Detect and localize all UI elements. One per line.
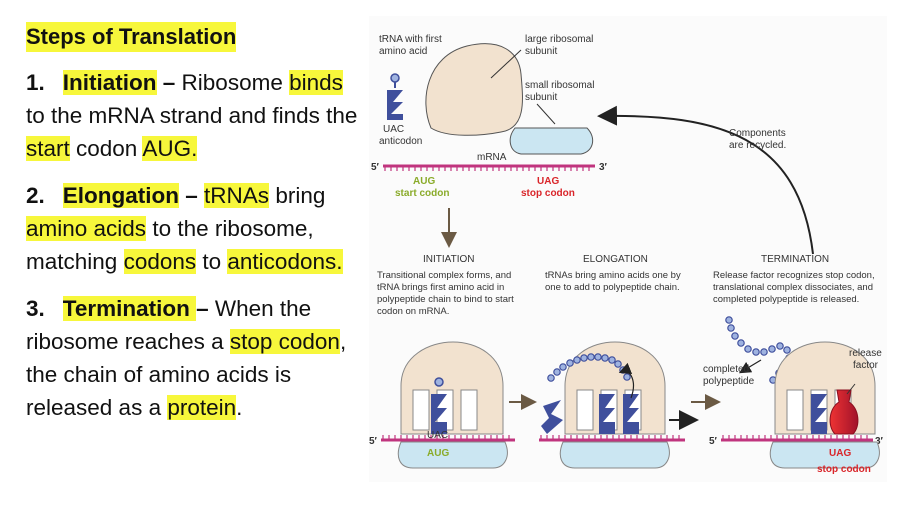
label-trna-first-1: tRNA with first: [379, 34, 442, 45]
trna-elongation-icon-1: [599, 394, 615, 434]
translation-diagram: tRNA with first amino acid UAC anticodon…: [369, 16, 887, 482]
label-5prime-bottom-1: 5′: [369, 436, 378, 447]
label-trna-first-2: amino acid: [379, 46, 427, 57]
release-factor-icon: [829, 389, 859, 435]
label-aug-bottom: AUG: [427, 448, 449, 459]
translation-diagram-svg: tRNA with first amino acid UAC anticodon…: [369, 16, 887, 482]
stage-title-initiation: INITIATION: [423, 254, 474, 265]
trna-incoming-icon: [541, 400, 563, 434]
amino-acid-icon: [434, 377, 444, 387]
label-completed-1: completed: [703, 364, 749, 375]
highlighted-term: binds: [289, 70, 343, 95]
label-aug-top: AUG: [413, 176, 435, 187]
step-text: to the mRNA strand and finds the: [26, 103, 358, 128]
label-5prime-bottom-3: 5′: [709, 436, 718, 447]
desc-initiation: Transitional complex forms, and tRNA bri…: [377, 270, 516, 317]
label-large-subunit-1: large ribosomal: [525, 34, 593, 45]
label-5prime-top: 5′: [371, 162, 380, 173]
highlighted-term: start: [26, 136, 70, 161]
trna-elongation-icon-2: [623, 394, 639, 434]
stage-title-termination: TERMINATION: [761, 254, 829, 265]
highlighted-term: anticodons.: [227, 249, 343, 274]
step-name: Elongation: [62, 183, 180, 208]
step-text: Ribosome: [181, 70, 290, 95]
slide-title: Steps of Translation: [26, 22, 366, 52]
trna-first-icon: [387, 73, 403, 120]
ribosome-termination: release factor UAG stop codon: [769, 341, 882, 475]
slide-title-text: Steps of Translation: [26, 22, 237, 52]
highlighted-term: tRNAs: [204, 183, 270, 208]
mrna-strand-top: 5′ 3′: [371, 162, 608, 173]
step-termination: 3. Termination – When the ribosome reache…: [26, 292, 366, 424]
large-subunit-icon: [425, 43, 523, 136]
step-text: to the ribosome, matching: [26, 216, 314, 274]
ribosome-initiation: UAC AUG: [397, 341, 508, 469]
step-name: Initiation: [62, 70, 157, 95]
trna-initiation-icon: [431, 394, 447, 434]
label-components-1: Components: [729, 128, 786, 139]
highlighted-term: protein: [167, 395, 237, 420]
label-anticodon: anticodon: [379, 136, 422, 147]
recycle-arrow: [597, 105, 814, 255]
step-text: codon: [69, 136, 143, 161]
small-subunit-icon: [509, 127, 594, 155]
ribosome-elongation: [541, 341, 670, 469]
label-uac-bottom: UAC: [427, 430, 448, 441]
step-dash: –: [179, 183, 205, 208]
label-3prime-top: 3′: [599, 162, 608, 173]
step-number: 2.: [26, 183, 45, 208]
highlighted-term: stop codon: [229, 329, 340, 354]
label-uag-bottom: UAG: [829, 448, 851, 459]
highlighted-term: AUG.: [142, 136, 198, 161]
label-uac-top: UAC: [383, 124, 404, 135]
step-elongation: 2. Elongation – tRNAs bring amino acids t…: [26, 179, 366, 278]
highlighted-term: amino acids: [26, 216, 147, 241]
step-text: , the chain of amino acids is released a…: [26, 329, 347, 420]
step-name: Termination: [62, 296, 197, 321]
label-mrna: mRNA: [477, 152, 507, 163]
label-3prime-bottom: 3′: [875, 436, 884, 447]
highlighted-term: codons: [123, 249, 197, 274]
trna-termination-icon: [811, 394, 827, 434]
label-large-subunit-2: subunit: [525, 46, 557, 57]
text-panel: Steps of Translation 1. Initiation – Ribo…: [26, 22, 366, 424]
desc-termination: Release factor recognizes stop codon, tr…: [713, 270, 877, 305]
label-release-2: factor: [853, 360, 879, 371]
label-stop-codon-top: stop codon: [521, 188, 575, 199]
release-arrow: [738, 359, 762, 374]
step-number: 1.: [26, 70, 45, 95]
step-text: bring: [269, 183, 326, 208]
desc-elongation: tRNAs bring amino acids one by one to ad…: [545, 270, 683, 293]
label-small-subunit-2: subunit: [525, 92, 557, 103]
step-text: to: [196, 249, 228, 274]
step-initiation: 1. Initiation – Ribosome binds to the mRN…: [26, 66, 366, 165]
step-number: 3.: [26, 296, 45, 321]
stage-title-elongation: ELONGATION: [583, 254, 648, 265]
label-completed-2: polypeptide: [703, 376, 755, 387]
step-dash: –: [196, 296, 215, 321]
mrna-strand-bottom: 5′ 5′ 3′: [369, 435, 884, 447]
label-stop-codon-bottom: stop codon: [817, 464, 871, 475]
label-components-2: are recycled.: [729, 140, 786, 151]
label-start-codon: start codon: [395, 188, 449, 199]
step-text: .: [236, 395, 243, 420]
step-text: When the ribosome reaches a: [26, 296, 312, 354]
step-dash: –: [156, 70, 182, 95]
label-release-1: release: [849, 348, 882, 359]
label-uag-top: UAG: [537, 176, 559, 187]
label-small-subunit-1: small ribosomal: [525, 80, 594, 91]
